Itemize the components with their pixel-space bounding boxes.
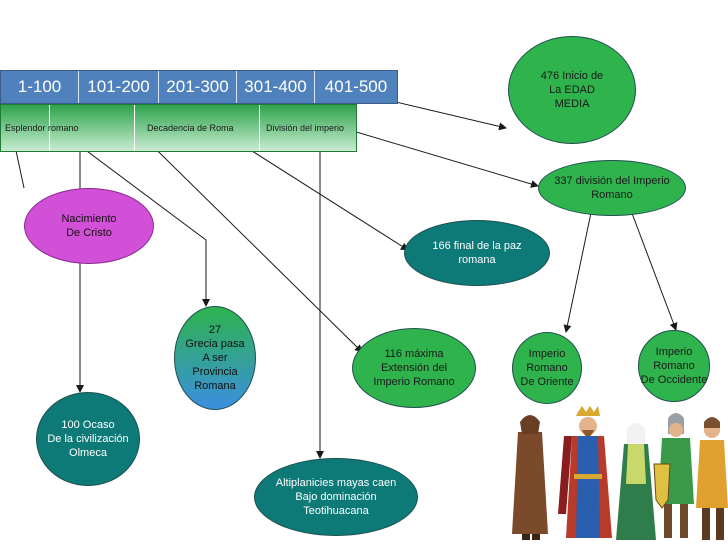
period-101-200: 101-200 [79, 71, 159, 103]
node-maxima-extension: 116 máxima Extensión del Imperio Romano [352, 328, 476, 408]
era-divider [134, 105, 135, 151]
node-edad-media-label: 476 Inicio de La EDAD MEDIA [540, 70, 604, 110]
era-division: División del imperio [266, 123, 345, 133]
node-paz-romana-label: 166 final de la paz romana [432, 240, 522, 266]
node-maxima-extension-label: 116 máxima Extensión del Imperio Romano [373, 348, 455, 388]
period-301-400: 301-400 [237, 71, 315, 103]
era-decadencia: Decadencia de Roma [147, 123, 234, 133]
node-nacimiento: Nacimiento De Cristo [24, 188, 154, 264]
node-grecia-label: 27 Grecia pasa A ser Provincia Romana [185, 324, 245, 392]
era-divider [259, 105, 260, 151]
period-201-300: 201-300 [159, 71, 237, 103]
lady-figure [616, 423, 656, 540]
node-division-imperio: 337 división del Imperio Romano [538, 160, 686, 216]
period-1-100: 1-100 [1, 71, 79, 103]
arrow-to-oriente [563, 207, 593, 333]
node-oriente: Imperio Romano De Oriente [512, 332, 582, 404]
node-teotihuacana: Altiplanicies mayas caen Bajo dominación… [254, 458, 418, 536]
era-divider [49, 105, 50, 151]
timeline-bar: 1-100 101-200 201-300 301-400 401-500 [0, 70, 398, 104]
era-esplendor: Esplendor romano [5, 123, 79, 133]
node-olmeca: 100 Ocaso De la civilización Olmeca [36, 392, 140, 486]
period-401-500: 401-500 [324, 77, 388, 96]
medieval-figures-image [512, 406, 728, 540]
node-nacimiento-label: Nacimiento De Cristo [61, 213, 117, 239]
node-olmeca-label: 100 Ocaso De la civilización Olmeca [47, 419, 129, 459]
node-division-label: 337 división del Imperio Romano [554, 175, 670, 201]
monk-figure [512, 415, 548, 540]
node-occidente-label: Imperio Romano De Occidente [640, 346, 708, 386]
node-occidente: Imperio Romano De Occidente [638, 330, 710, 402]
node-oriente-label: Imperio Romano De Oriente [520, 348, 574, 388]
node-teotihuacana-label: Altiplanicies mayas caen Bajo dominación… [275, 477, 397, 517]
node-paz-romana: 166 final de la paz romana [404, 220, 550, 286]
arrow-to-occidente [629, 207, 678, 331]
node-grecia: 27 Grecia pasa A ser Provincia Romana [174, 306, 256, 410]
soldier-figure [696, 417, 728, 540]
king-figure [558, 406, 612, 538]
knight-figure [653, 413, 694, 538]
node-edad-media: 476 Inicio de La EDAD MEDIA [508, 36, 636, 144]
eras-bar: Esplendor romano Decadencia de Roma Divi… [0, 104, 357, 152]
